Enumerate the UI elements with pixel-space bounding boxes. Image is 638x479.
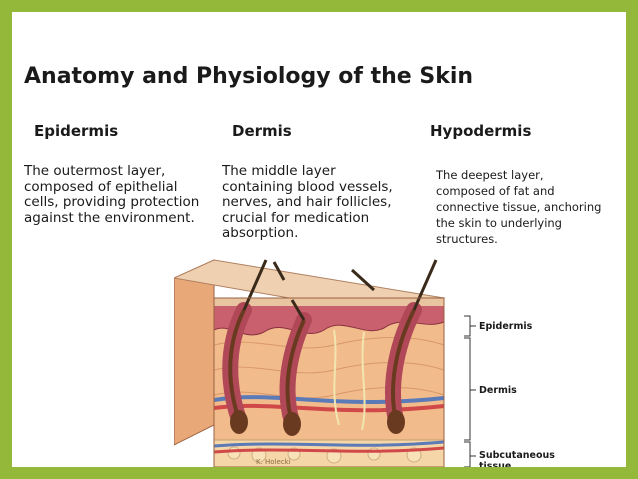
nerve: [361, 331, 366, 431]
epidermis-description: The outermost layer, composed of epithel…: [24, 163, 200, 226]
epidermis-bracket: [464, 315, 471, 337]
epidermis-heading: Epidermis: [34, 122, 119, 140]
dermis-bracket: [464, 337, 471, 441]
dermis-heading: Dermis: [232, 122, 292, 140]
block-side-face: [174, 259, 215, 446]
label-dermis: Dermis: [479, 385, 517, 396]
dermis-description: The middle layer containing blood vessel…: [222, 163, 393, 241]
subcutaneous-bracket: [464, 441, 471, 467]
slide-title: Anatomy and Physiology of the Skin: [24, 64, 474, 89]
hair-follicle: [222, 259, 268, 434]
slide: Anatomy and Physiology of the Skin Epide…: [12, 12, 626, 467]
hair-follicle: [385, 259, 438, 434]
illustrator-signature: K. Holecki: [256, 458, 291, 466]
label-tissue: tissue: [479, 461, 511, 467]
skin-cross-section-diagram: K. Holecki Epidermis Dermis Subcutaneous…: [174, 259, 555, 467]
hypodermis-description: The deepest layer, composed of fat and c…: [436, 168, 602, 246]
label-subcutaneous: Subcutaneous: [479, 450, 555, 461]
hair-follicle: [279, 299, 312, 436]
hypodermis-heading: Hypodermis: [430, 122, 532, 140]
nerve: [333, 329, 340, 426]
label-epidermis: Epidermis: [479, 321, 533, 332]
